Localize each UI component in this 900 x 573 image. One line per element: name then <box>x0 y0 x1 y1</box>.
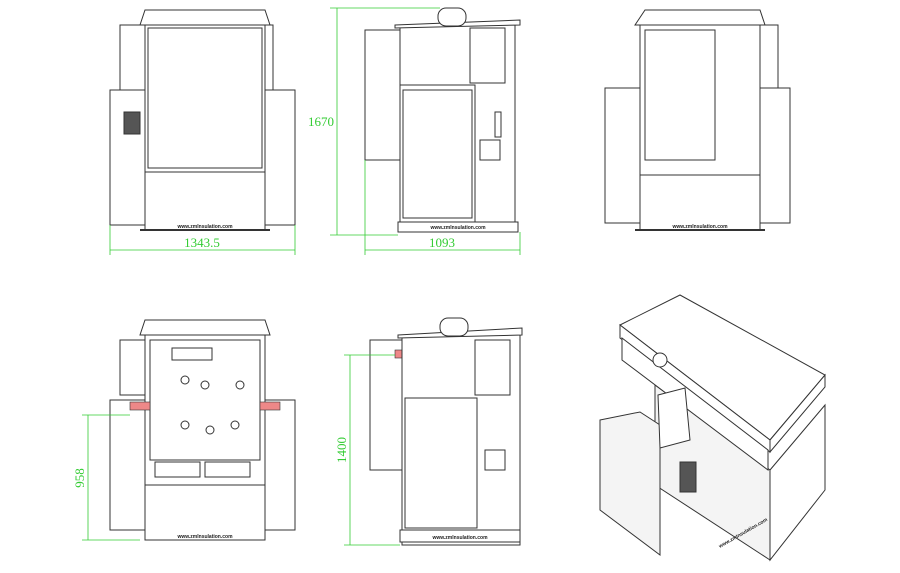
open-side-view: www.zmInsulation.com 1400 <box>334 317 523 546</box>
watermark: www.zmInsulation.com <box>431 535 488 541</box>
watermark: www.zmInsulation.com <box>176 534 233 540</box>
side-view: www.zmInsulation.com 1670 1093 <box>308 7 521 255</box>
watermark: www.zmInsulation.com <box>176 224 233 230</box>
back-view: www.zmInsulation.com <box>604 9 791 231</box>
vent-grille <box>123 111 141 135</box>
dimension-open-side-height: 1400 <box>334 437 349 463</box>
dimension-open-front-height: 958 <box>72 468 87 488</box>
watermark: www.zmInsulation.com <box>671 224 728 230</box>
front-view: www.zmInsulation.com 1343.5 <box>109 9 296 255</box>
isometric-view: www.zmInsulation.com <box>599 294 826 562</box>
dimension-side-height: 1670 <box>308 114 334 129</box>
watermark: www.zmInsulation.com <box>429 225 486 231</box>
open-front-view: www.zmInsulation.com 958 <box>72 319 296 541</box>
dimension-side-width: 1093 <box>429 235 455 250</box>
dimension-front-width: 1343.5 <box>184 235 220 250</box>
vent-grille <box>679 461 697 493</box>
